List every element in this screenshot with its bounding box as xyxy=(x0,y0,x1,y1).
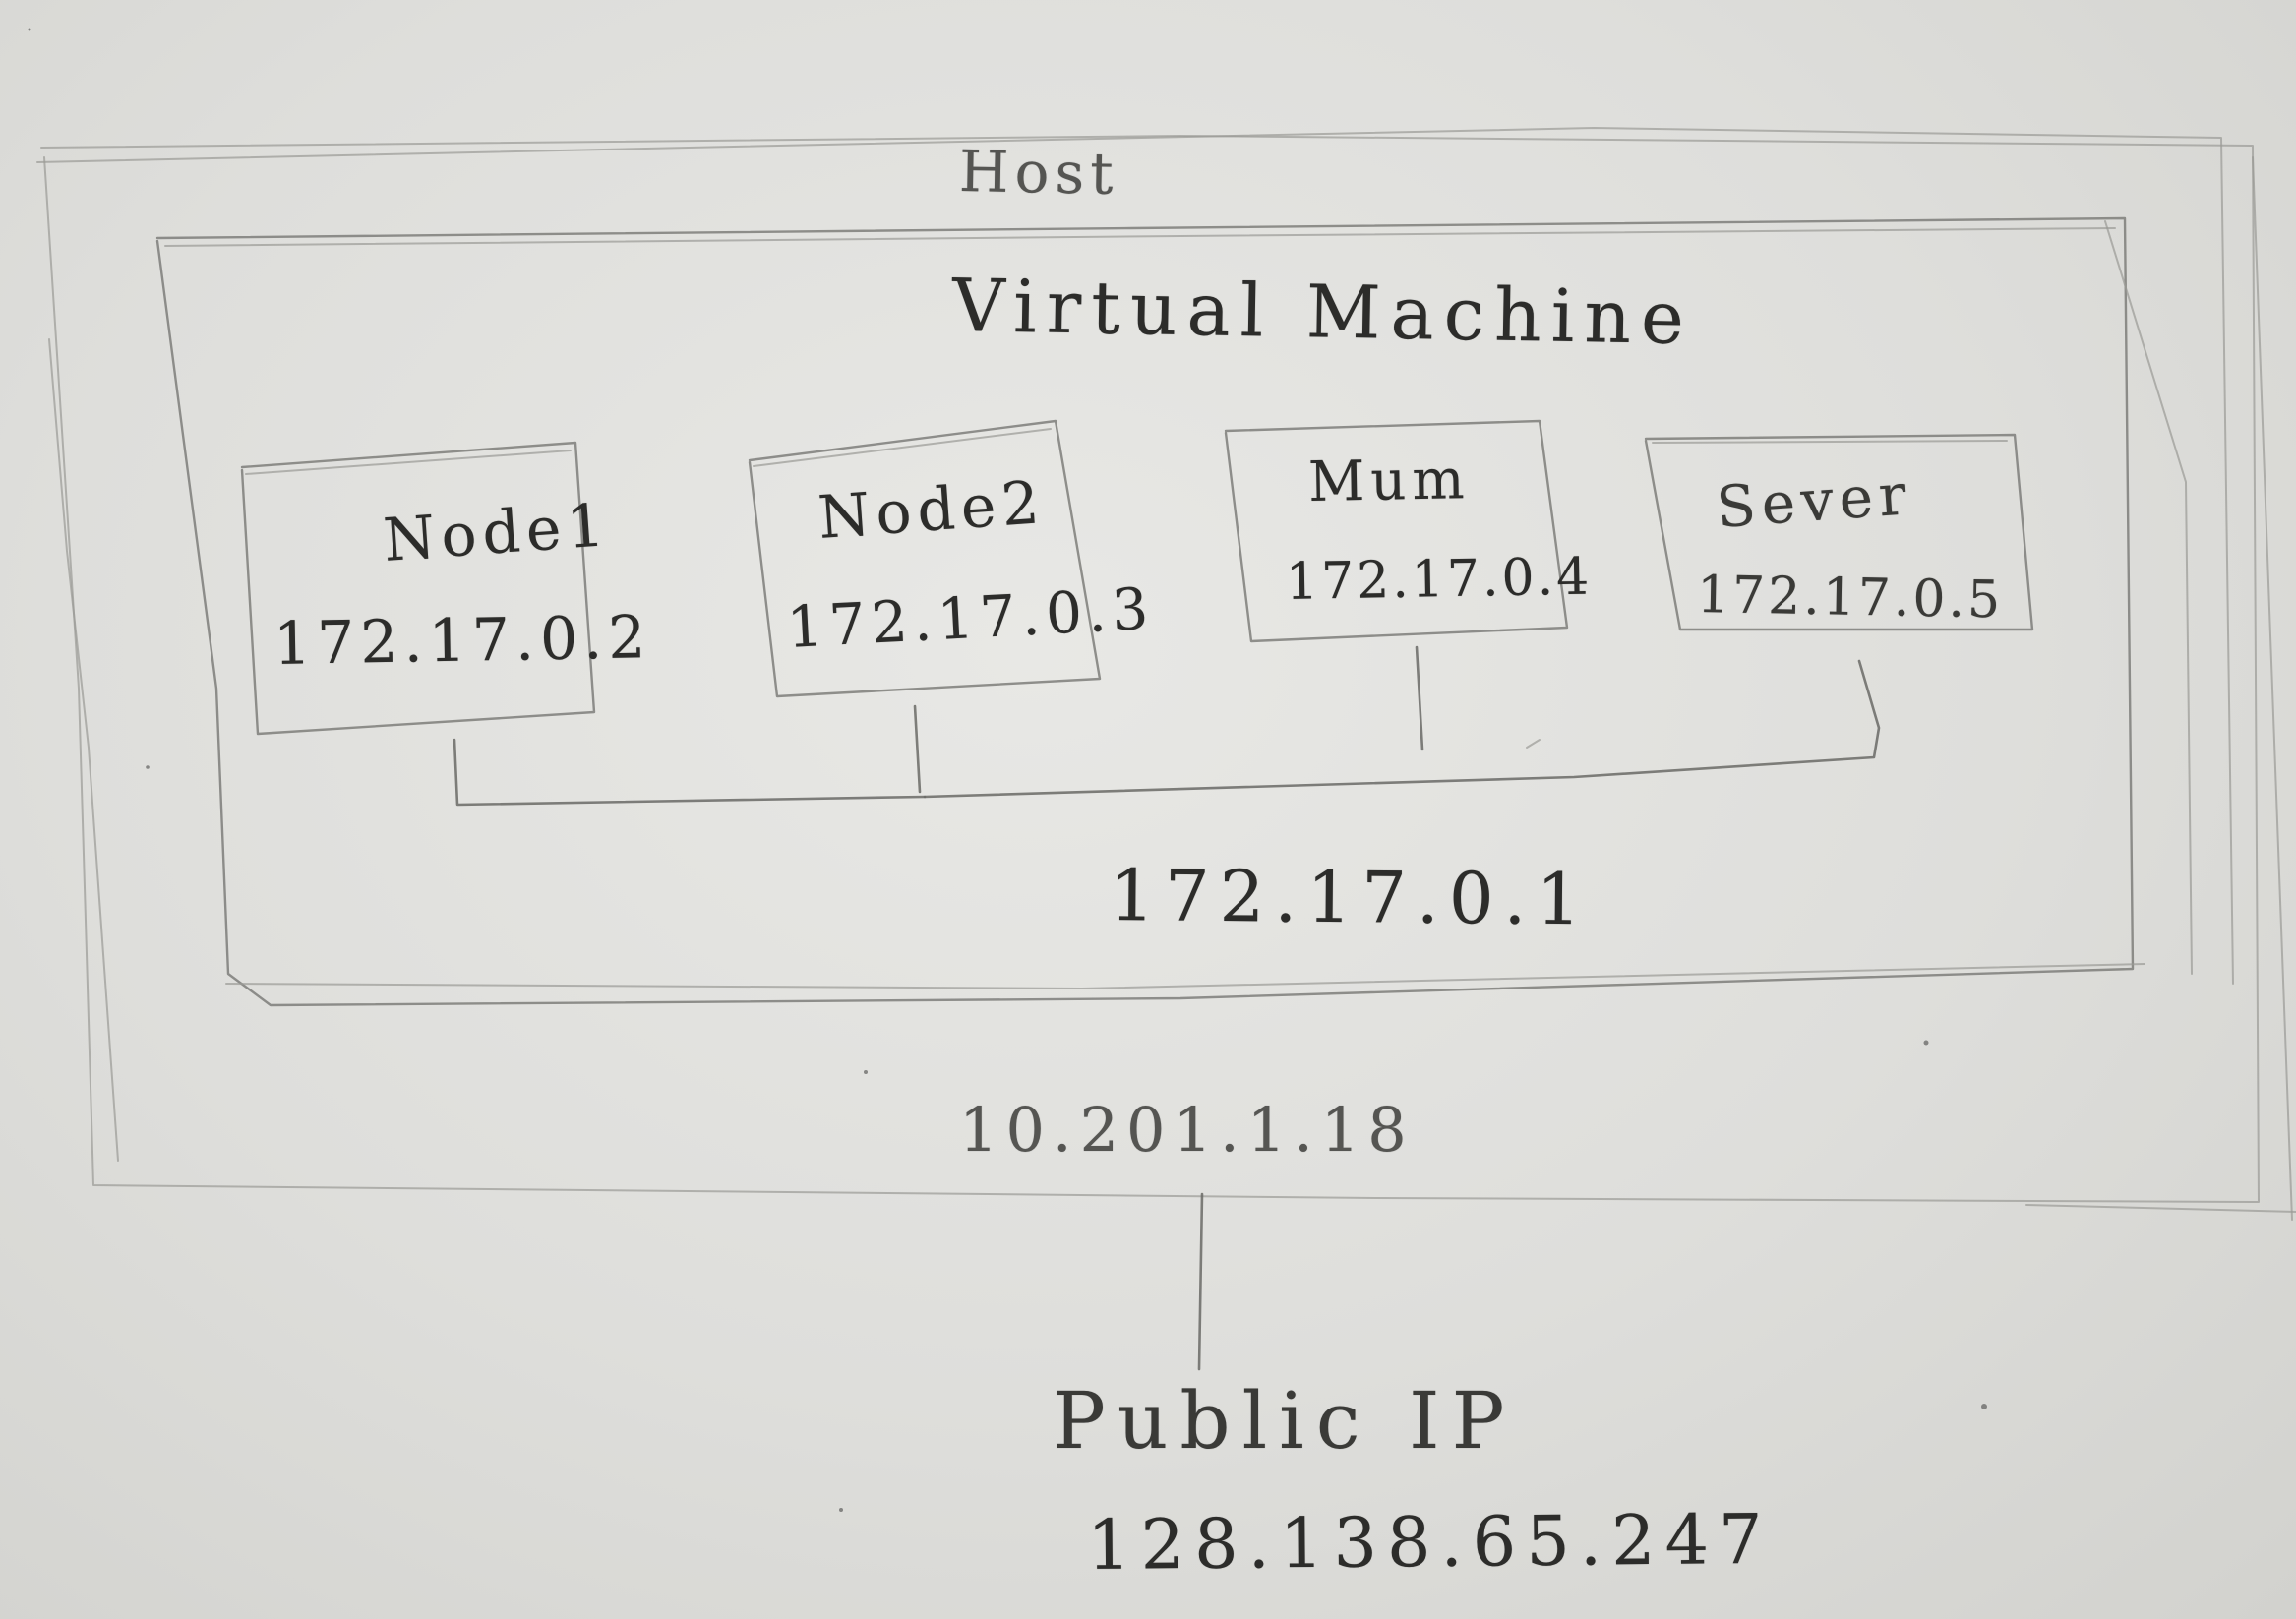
uplink-line xyxy=(1197,1192,1204,1371)
node2-box[interactable] xyxy=(748,419,1102,698)
node1-box[interactable] xyxy=(240,441,596,736)
node1-ip: 172.17.0.2 xyxy=(272,603,652,679)
sever-name: Sever xyxy=(1714,460,1914,541)
sever-ip: 172.17.0.5 xyxy=(1696,566,2004,630)
public-ip-address: 128.138.65.247 xyxy=(1086,1498,1773,1586)
host-ip: 10.201.1.18 xyxy=(959,1094,1415,1166)
paper-specks xyxy=(28,28,1987,1512)
host-label: Host xyxy=(958,138,1120,208)
mum-ip: 172.17.0.4 xyxy=(1285,547,1593,612)
sever-box[interactable] xyxy=(1644,433,2034,631)
bridge-connectors xyxy=(453,645,1881,807)
mum-name: Mum xyxy=(1307,448,1472,514)
mum-box[interactable] xyxy=(1224,419,1569,643)
host-box xyxy=(36,127,2296,1221)
bridge-ip: 172.17.0.1 xyxy=(1109,854,1592,941)
vm-box xyxy=(155,216,2193,1007)
public-ip-label: Public IP xyxy=(1053,1375,1517,1467)
vm-label: Virtual Machine xyxy=(951,264,1695,362)
